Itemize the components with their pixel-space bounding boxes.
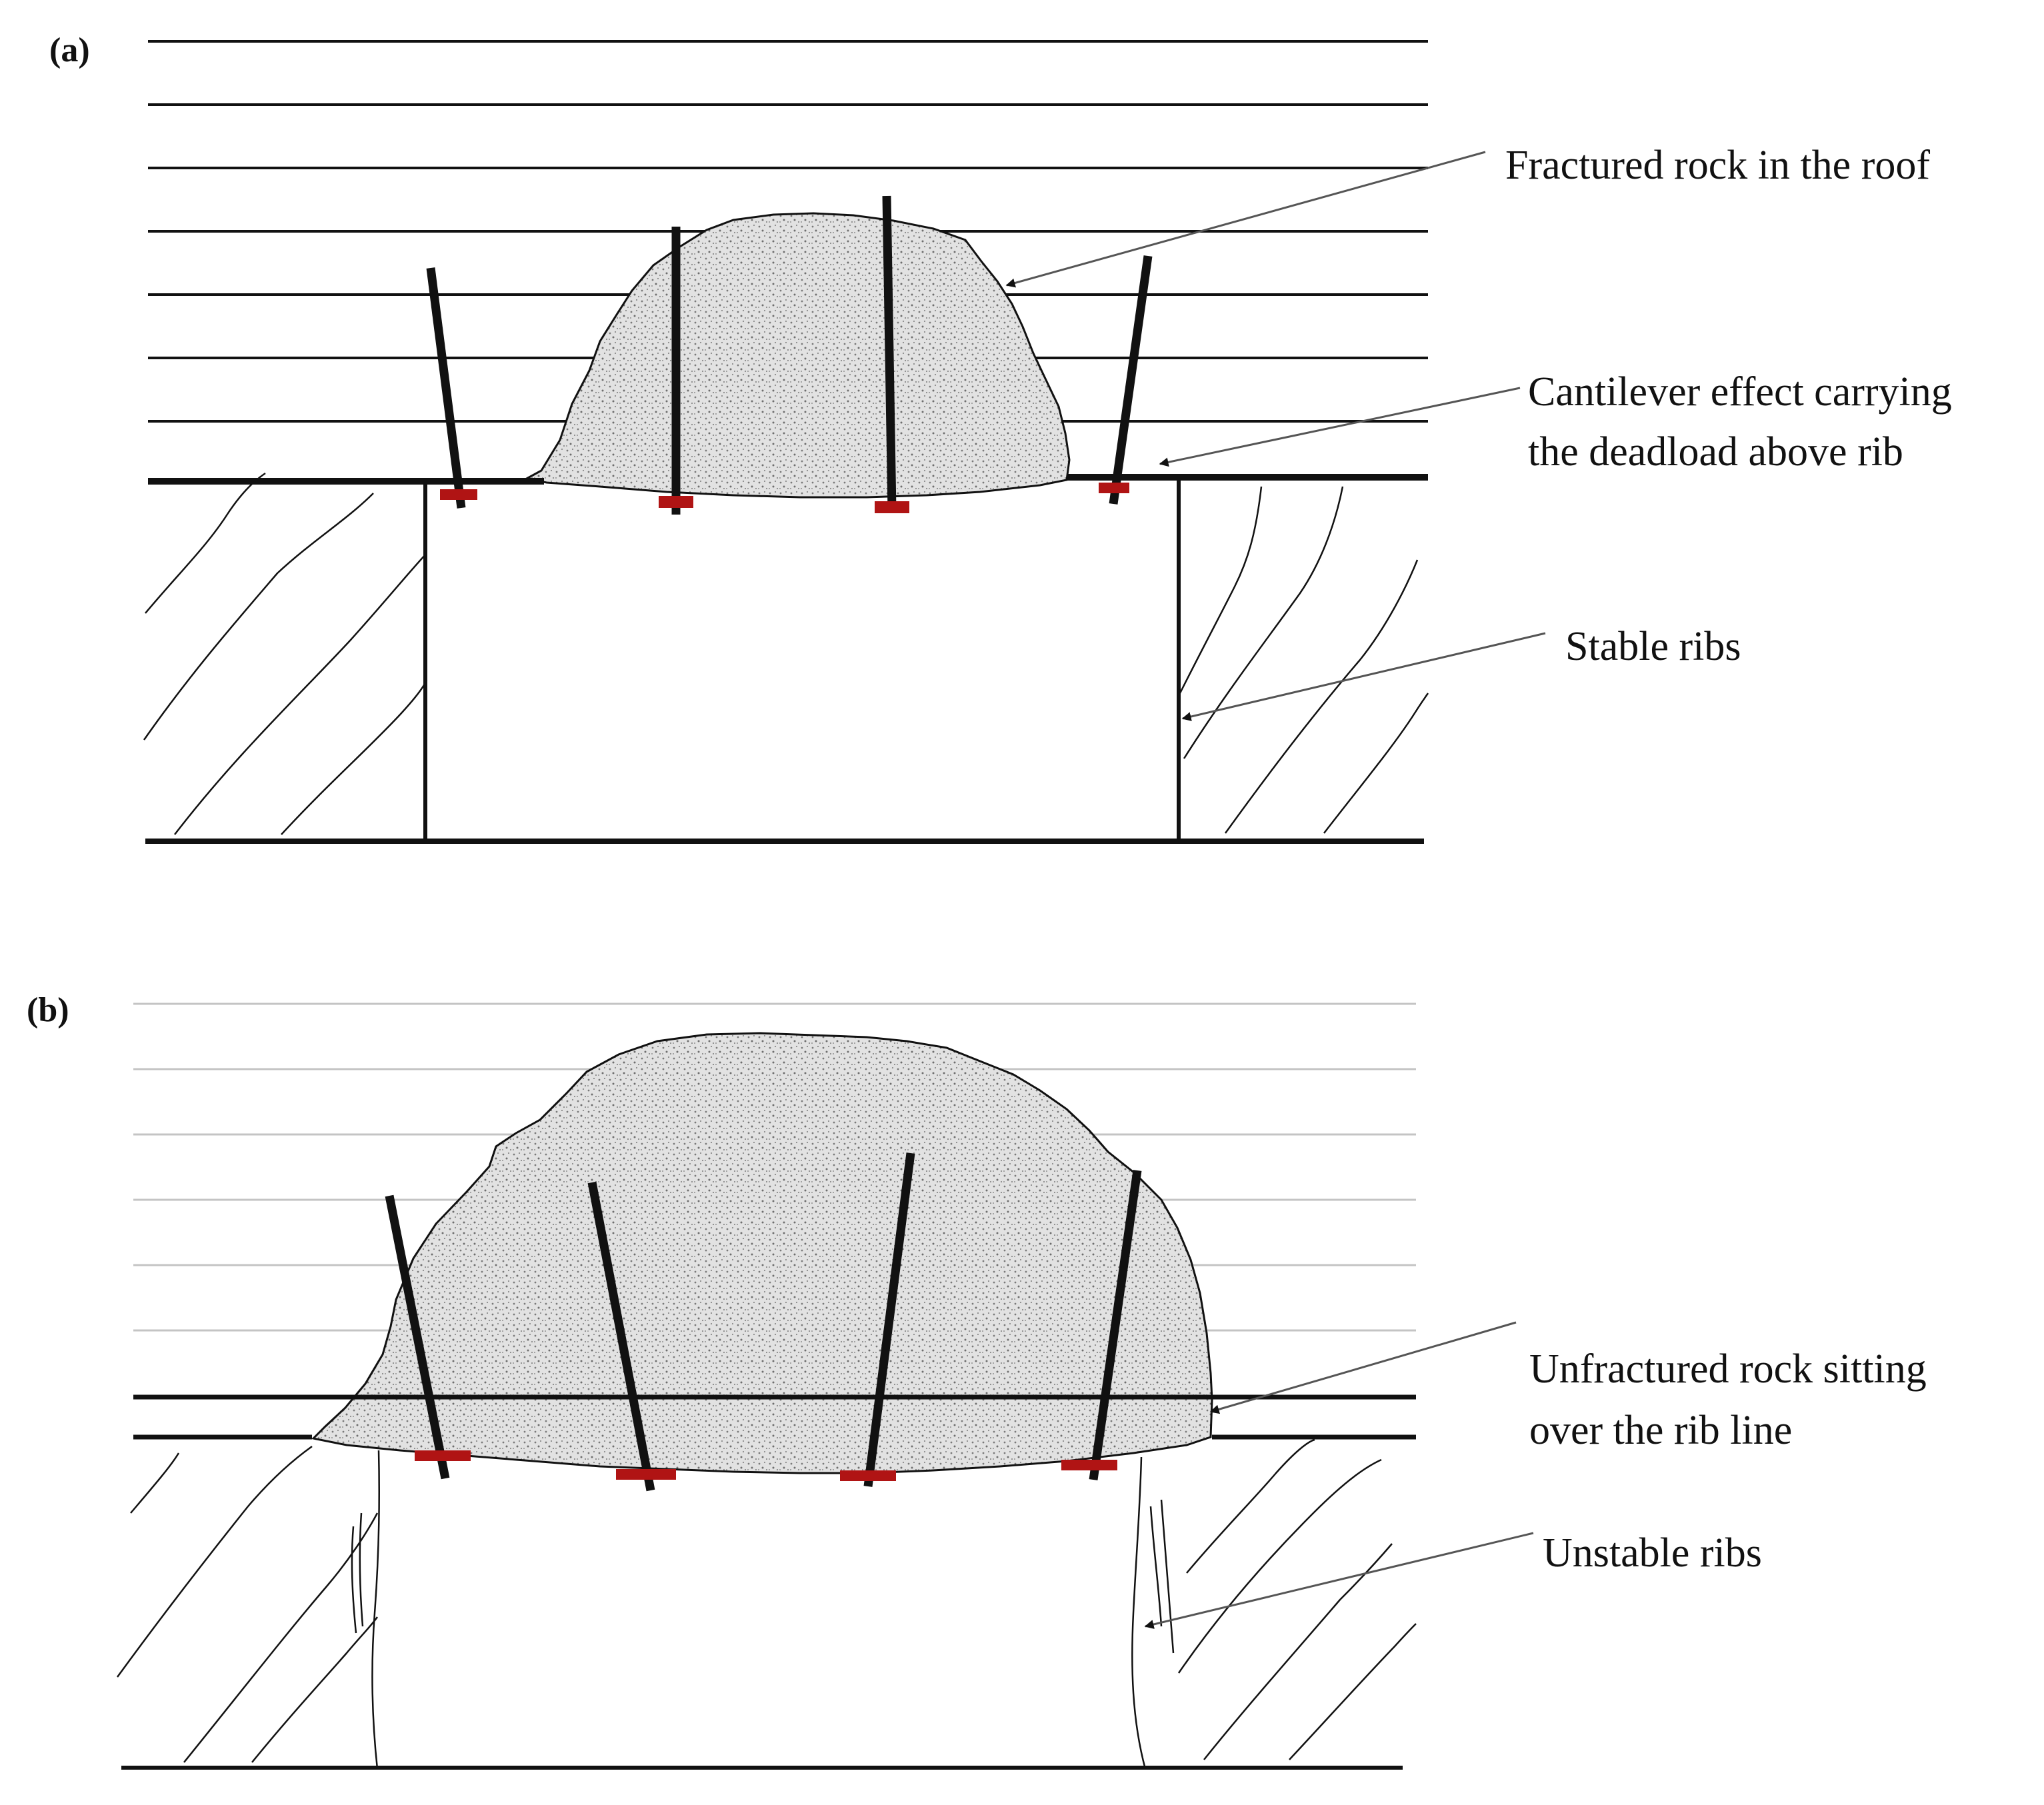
bolt-plate xyxy=(1061,1460,1117,1470)
callout-stable-ribs: Stable ribs xyxy=(1565,624,1741,669)
rock-bolt xyxy=(863,1152,915,1487)
rib-joints-right-a xyxy=(1179,486,1429,834)
bolt-plate xyxy=(616,1469,676,1480)
leader-lines-b xyxy=(1144,1321,1534,1629)
rock-bolt xyxy=(1089,1170,1142,1480)
ribs-b xyxy=(351,1450,1175,1770)
bolt-plate xyxy=(659,496,693,508)
rock-bolt xyxy=(587,1181,655,1492)
callout-fractured-rock: Fractured rock in the roof xyxy=(1505,143,1930,188)
bolt-plate xyxy=(875,501,909,513)
rock-bolt xyxy=(1109,255,1153,505)
fractured-roof-rock-a xyxy=(523,212,1071,499)
rock-bolt xyxy=(882,195,897,511)
bolt-plate xyxy=(415,1450,471,1461)
bolt-plate xyxy=(1099,483,1129,493)
roof-line-b xyxy=(133,1394,1416,1440)
panel-a-label: (a) xyxy=(49,31,90,69)
rock-bolts-b xyxy=(385,1152,1142,1492)
callout-cantilever-line-1: Cantilever effect carrying xyxy=(1528,369,1952,415)
callout-unfractured-line-1: Unfractured rock sitting xyxy=(1529,1346,1927,1392)
rib-joints-left-b xyxy=(116,1445,379,1763)
roof-line-a xyxy=(148,474,1428,485)
bolt-plate xyxy=(440,489,477,500)
rock-bolt xyxy=(426,267,466,509)
callout-unstable-ribs: Unstable ribs xyxy=(1543,1530,1762,1576)
rock-bolts-a xyxy=(426,195,1153,515)
callout-cantilever-line-2: the deadload above rib xyxy=(1528,429,1903,475)
leader-lines-a xyxy=(1005,151,1546,721)
panel-b: (b) xyxy=(27,991,1927,1770)
rib-joints-right-b xyxy=(1177,1438,1417,1760)
rib-joints-left-a xyxy=(143,472,428,835)
panel-a: (a) xyxy=(49,31,1952,844)
callout-unfractured-line-2: over the rib line xyxy=(1529,1408,1792,1453)
unfractured-roof-rock-b xyxy=(311,1032,1213,1474)
bolt-plate xyxy=(840,1470,896,1481)
panel-b-label: (b) xyxy=(27,991,69,1029)
ribs-a xyxy=(423,477,1181,841)
rock-bolt xyxy=(385,1194,450,1480)
